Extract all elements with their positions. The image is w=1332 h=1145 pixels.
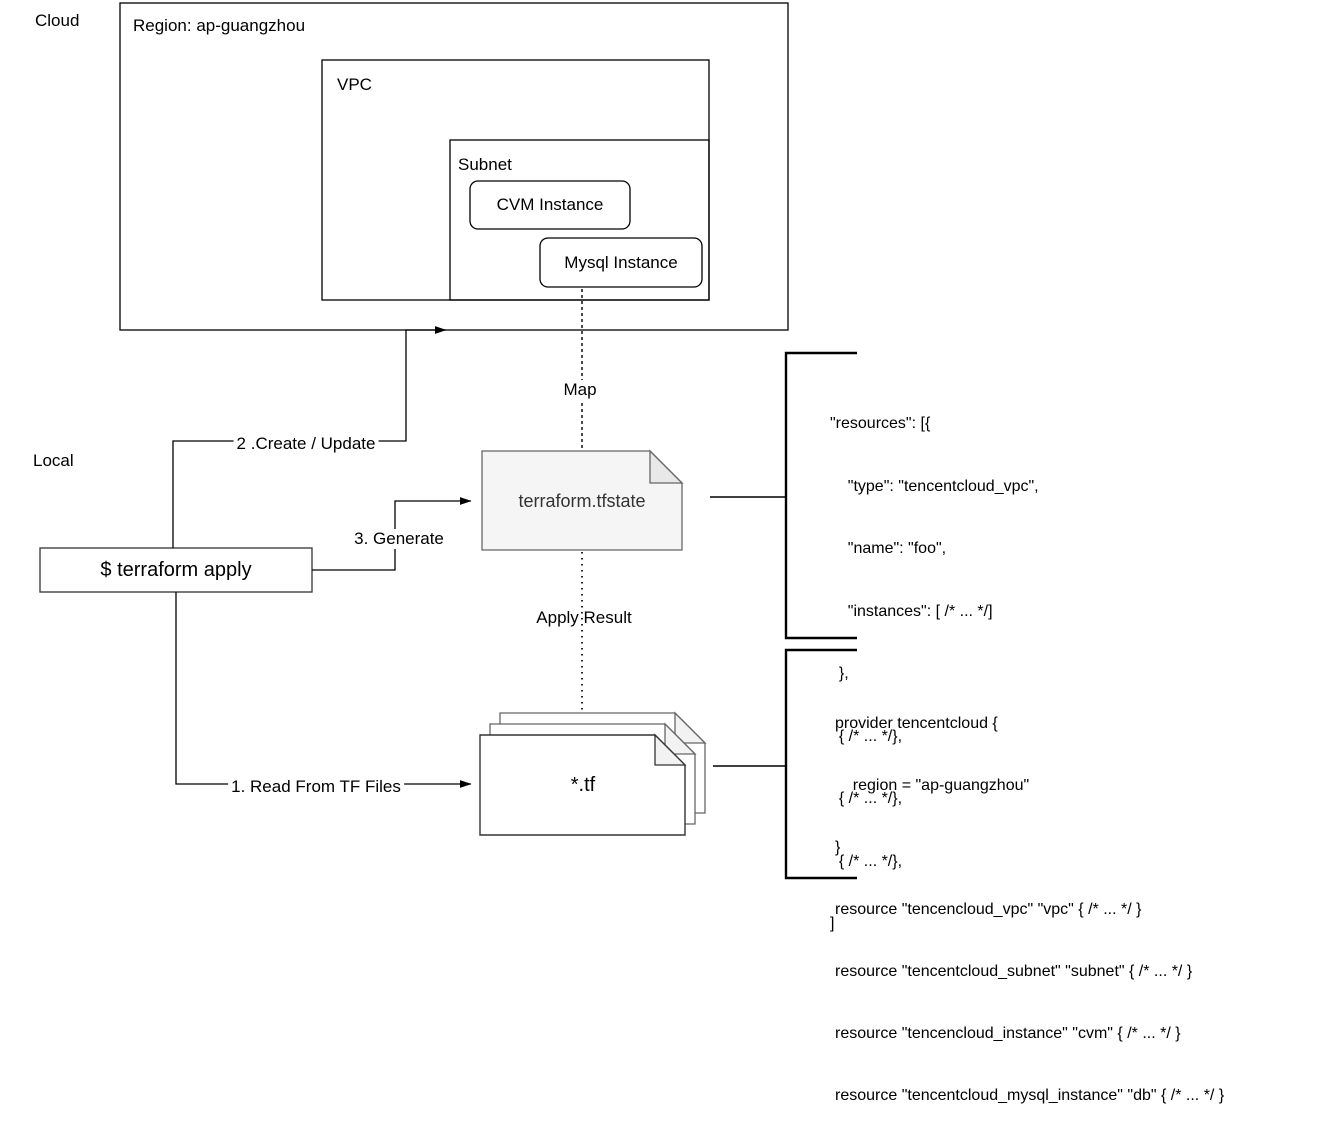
code-line: resource "tencencloud_vpc" "vpc" { /* ..… — [835, 901, 1142, 918]
mysql-instance-box — [539, 237, 703, 288]
edge-create-update — [172, 326, 447, 548]
tfstate-json-code: "resources": [{ "type": "tencentcloud_vp… — [830, 375, 1039, 974]
cvm-instance-label: CVM Instance — [496, 195, 604, 214]
code-line: "name": "foo", — [830, 540, 947, 557]
tfstate-label: terraform.tfstate — [518, 491, 646, 511]
mysql-instance-label: Mysql Instance — [564, 253, 678, 272]
code-line: resource "tencentcloud_mysql_instance" "… — [835, 1087, 1225, 1104]
diagram-canvas — [39, 2, 857, 880]
vpc-label: VPC — [337, 75, 372, 94]
code-line: { /* ... */}, — [830, 852, 903, 870]
code-line: { /* ... */}, — [830, 790, 903, 807]
code-line: }, — [830, 665, 849, 682]
tf-files-label: *.tf — [570, 774, 596, 796]
code-line: provider tencentcloud { — [835, 715, 998, 732]
cloud-area-label: Cloud — [35, 11, 80, 30]
bracket-hcl-block — [784, 648, 857, 880]
code-line: region = "ap-guangzhou" — [835, 777, 1030, 794]
code-line: "instances": [ /* ... */] — [830, 602, 993, 620]
folded-corner-icon — [654, 733, 687, 766]
region-label: Region: ap-guangzhou — [133, 16, 306, 35]
edge-label-generate: 3. Generate — [351, 529, 447, 549]
edge-read-from-tf — [175, 592, 472, 788]
edge-label-map: Map — [560, 380, 600, 400]
terraform-workflow-diagram: Cloud Local Region: ap-guangzhou VPC Sub… — [33, 2, 1224, 1104]
folded-corner-icon — [649, 449, 684, 484]
code-line: "type": "tencentcloud_vpc", — [830, 477, 1039, 495]
subnet-box — [449, 139, 710, 301]
code-line: "resources": [{ — [830, 415, 931, 432]
edge-label-read-from-tf: 1. Read From TF Files — [228, 777, 404, 797]
edge-label-create-update: 2 .Create / Update — [233, 434, 379, 454]
terraform-hcl-code: provider tencentcloud { region = "ap-gua… — [835, 675, 1224, 1145]
code-line: resource "tencencloud_instance" "cvm" { … — [835, 1025, 1181, 1042]
bracket-json-block — [784, 351, 857, 640]
code-line: } — [835, 839, 841, 856]
subnet-label: Subnet — [458, 155, 512, 174]
code-line: { /* ... */}, — [830, 727, 903, 745]
code-line: resource "tencentcloud_subnet" "subnet" … — [835, 963, 1193, 980]
edge-label-apply-result: Apply Result — [536, 608, 632, 627]
region-box — [119, 2, 789, 331]
local-area-label: Local — [33, 451, 74, 470]
terraform-apply-label: $ terraform apply — [100, 559, 252, 581]
tfstate-document — [481, 449, 684, 551]
cvm-instance-box — [469, 180, 631, 230]
tf-files-stack — [479, 711, 707, 836]
